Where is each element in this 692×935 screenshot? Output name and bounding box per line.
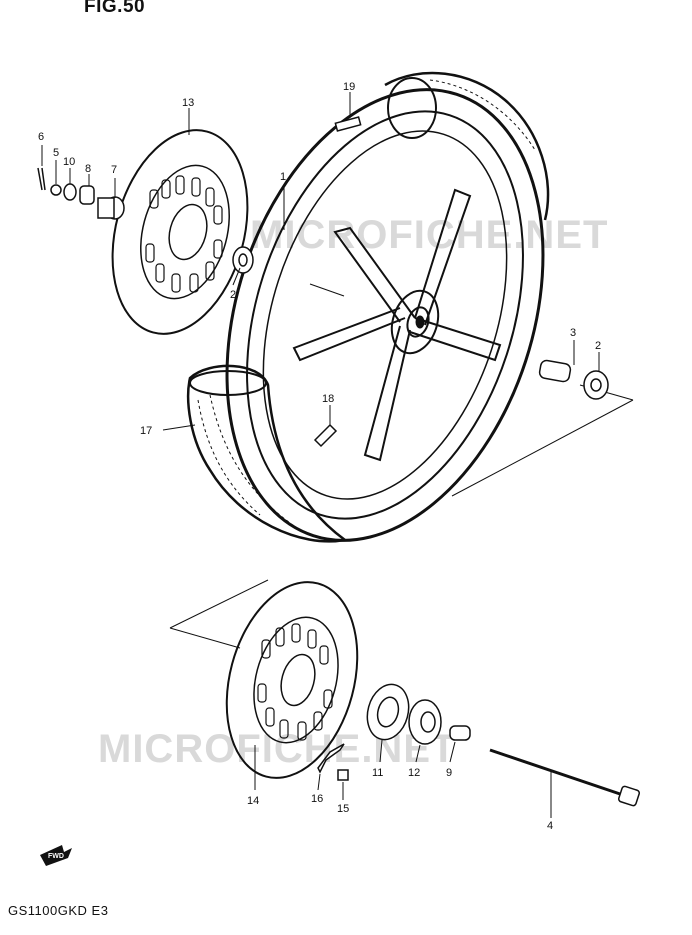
front-wheel [225, 88, 545, 542]
cotter-pin [37, 167, 46, 191]
watermark-lower: MICROFICHE.NET [98, 727, 456, 771]
callout-10: 10 [63, 156, 75, 168]
callout-1: 1 [280, 171, 286, 183]
axle [489, 748, 627, 798]
brake-disc-left [225, 581, 359, 779]
callout-2-left: 2 [230, 289, 236, 301]
figure-title: FIG.50 [84, 0, 146, 17]
callout-7: 7 [111, 164, 117, 176]
tire [186, 71, 550, 543]
callout-19: 19 [343, 81, 355, 93]
spacer-8 [79, 185, 95, 205]
callout-4: 4 [547, 820, 553, 832]
leader-lines [41, 92, 600, 818]
callout-13: 13 [182, 97, 194, 109]
brake-disc-right [111, 129, 249, 335]
callout-14: 14 [247, 795, 259, 807]
balance-weight [334, 116, 362, 132]
callout-11: 11 [372, 767, 383, 779]
nut [63, 183, 77, 201]
spacer-3 [538, 359, 572, 383]
callout-8: 8 [85, 163, 91, 175]
model-code: GS1100GKD E3 [8, 903, 109, 918]
callout-12: 12 [408, 767, 420, 779]
callout-18: 18 [322, 393, 334, 405]
callout-17: 17 [140, 425, 152, 437]
callout-3: 3 [570, 327, 576, 339]
callout-9: 9 [446, 767, 452, 779]
valve-stem [313, 423, 338, 448]
callout-labels: 1 2 2 3 4 5 6 7 8 9 10 11 12 13 14 15 16… [38, 81, 601, 832]
hardware-parts [37, 116, 641, 807]
callout-5: 5 [53, 147, 59, 159]
spacer-9 [449, 725, 471, 741]
callout-15: 15 [337, 803, 349, 815]
assembly-guide-lines [169, 283, 634, 649]
callout-2-right: 2 [595, 340, 601, 352]
forward-arrow-label: FWD [48, 853, 64, 860]
forward-arrow-icon: FWD [40, 845, 72, 866]
callout-16: 16 [311, 793, 323, 805]
washer [50, 184, 62, 196]
lock-washer [317, 743, 345, 774]
watermark-upper: MICROFICHE.NET [250, 213, 608, 257]
bolt [337, 769, 349, 781]
callout-6: 6 [38, 131, 44, 143]
